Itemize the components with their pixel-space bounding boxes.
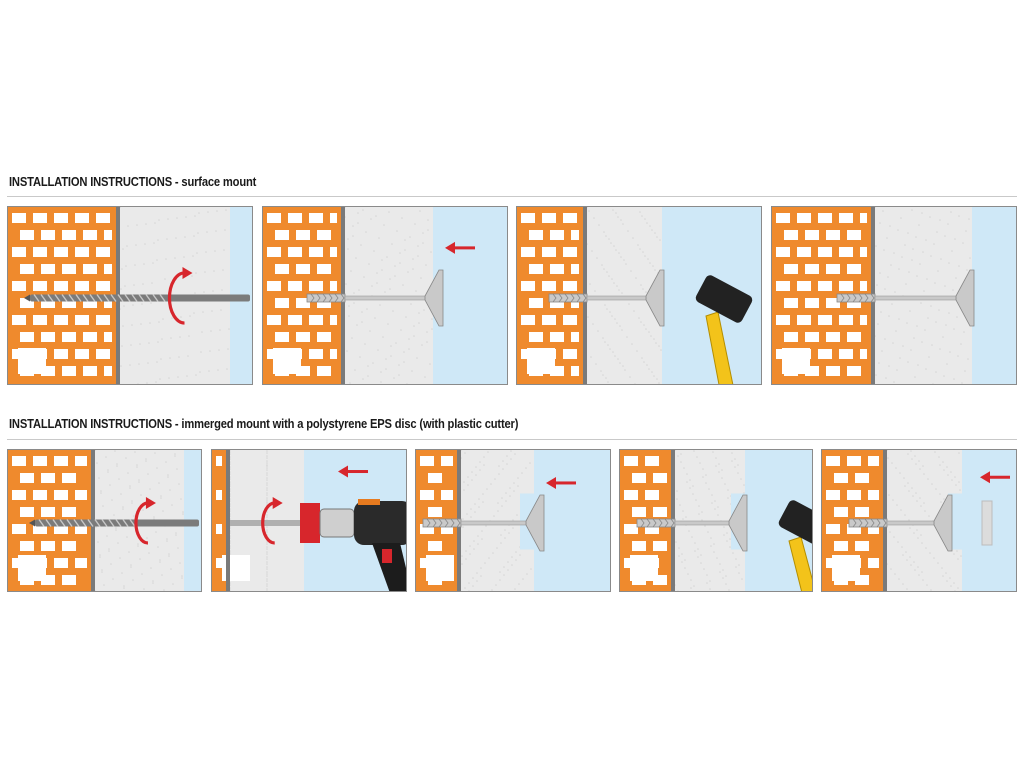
cordless-drill-with-cutter-icon xyxy=(300,499,406,591)
brick-void xyxy=(832,555,860,581)
brick-void xyxy=(630,555,658,581)
step-illustration-hammer xyxy=(517,207,761,384)
brick-void xyxy=(426,555,454,581)
eps-disc-icon xyxy=(981,500,993,546)
brick-void xyxy=(18,348,46,374)
insulation-anchor-icon xyxy=(848,494,953,552)
insulation-anchor-icon xyxy=(306,269,444,327)
rotation-arrow-icon xyxy=(134,496,156,545)
step-illustration-drill xyxy=(8,450,201,591)
step-panel-surface-1 xyxy=(7,206,253,385)
step-panel-surface-2 xyxy=(262,206,508,385)
push-arrow-icon xyxy=(546,476,576,489)
wall-edge xyxy=(226,450,230,591)
brick-void xyxy=(273,348,301,374)
push-arrow-icon xyxy=(980,471,1010,484)
step-panel-immerged-3 xyxy=(415,449,611,592)
hammer-icon xyxy=(778,500,812,591)
eps-texture xyxy=(344,207,433,384)
insulation-anchor-icon xyxy=(548,269,665,327)
step-panel-immerged-5 xyxy=(821,449,1017,592)
step-illustration-installed xyxy=(772,207,1016,384)
drill-bit-icon xyxy=(29,519,199,527)
brick-void xyxy=(782,348,810,374)
section-title-surface-mount: INSTALLATION INSTRUCTIONS - surface moun… xyxy=(9,174,257,189)
section-title-immerged-mount: INSTALLATION INSTRUCTIONS - immerged mou… xyxy=(9,416,519,431)
step-illustration-drill xyxy=(8,207,252,384)
eps-texture xyxy=(119,207,230,384)
section-divider xyxy=(7,196,1017,197)
brick-void xyxy=(527,348,555,374)
rotation-arrow-icon xyxy=(167,266,193,325)
eps-texture xyxy=(886,450,962,591)
step-illustration-eps-disc xyxy=(822,450,1016,591)
step-panel-immerged-1 xyxy=(7,449,202,592)
insulation-anchor-icon xyxy=(422,494,545,552)
hammer-icon xyxy=(695,275,753,384)
push-arrow-icon xyxy=(445,241,475,254)
step-panel-immerged-4 xyxy=(619,449,813,592)
step-panel-immerged-2 xyxy=(211,449,407,592)
brick-void xyxy=(18,555,46,581)
render-layer xyxy=(534,450,610,591)
drilled-hole xyxy=(230,520,304,526)
step-illustration-insert-anchor xyxy=(263,207,507,384)
step-illustration-hammer xyxy=(620,450,812,591)
section-divider xyxy=(7,439,1017,440)
step-panel-surface-4 xyxy=(771,206,1017,385)
eps-texture xyxy=(674,450,745,591)
step-panel-surface-3 xyxy=(516,206,762,385)
step-illustration-cut-recess xyxy=(212,450,406,591)
eps-insulation xyxy=(345,207,433,384)
rotation-arrow-icon xyxy=(261,496,283,545)
step-illustration-insert-anchor xyxy=(416,450,610,591)
insulation-anchor-icon xyxy=(636,494,748,552)
drill-bit-icon xyxy=(24,294,250,302)
render-layer xyxy=(433,207,507,384)
push-arrow-icon xyxy=(338,465,368,478)
insulation-anchor-icon xyxy=(836,269,975,327)
eps-texture xyxy=(94,450,184,591)
brick-holes xyxy=(216,456,222,568)
render-layer xyxy=(972,207,1016,384)
